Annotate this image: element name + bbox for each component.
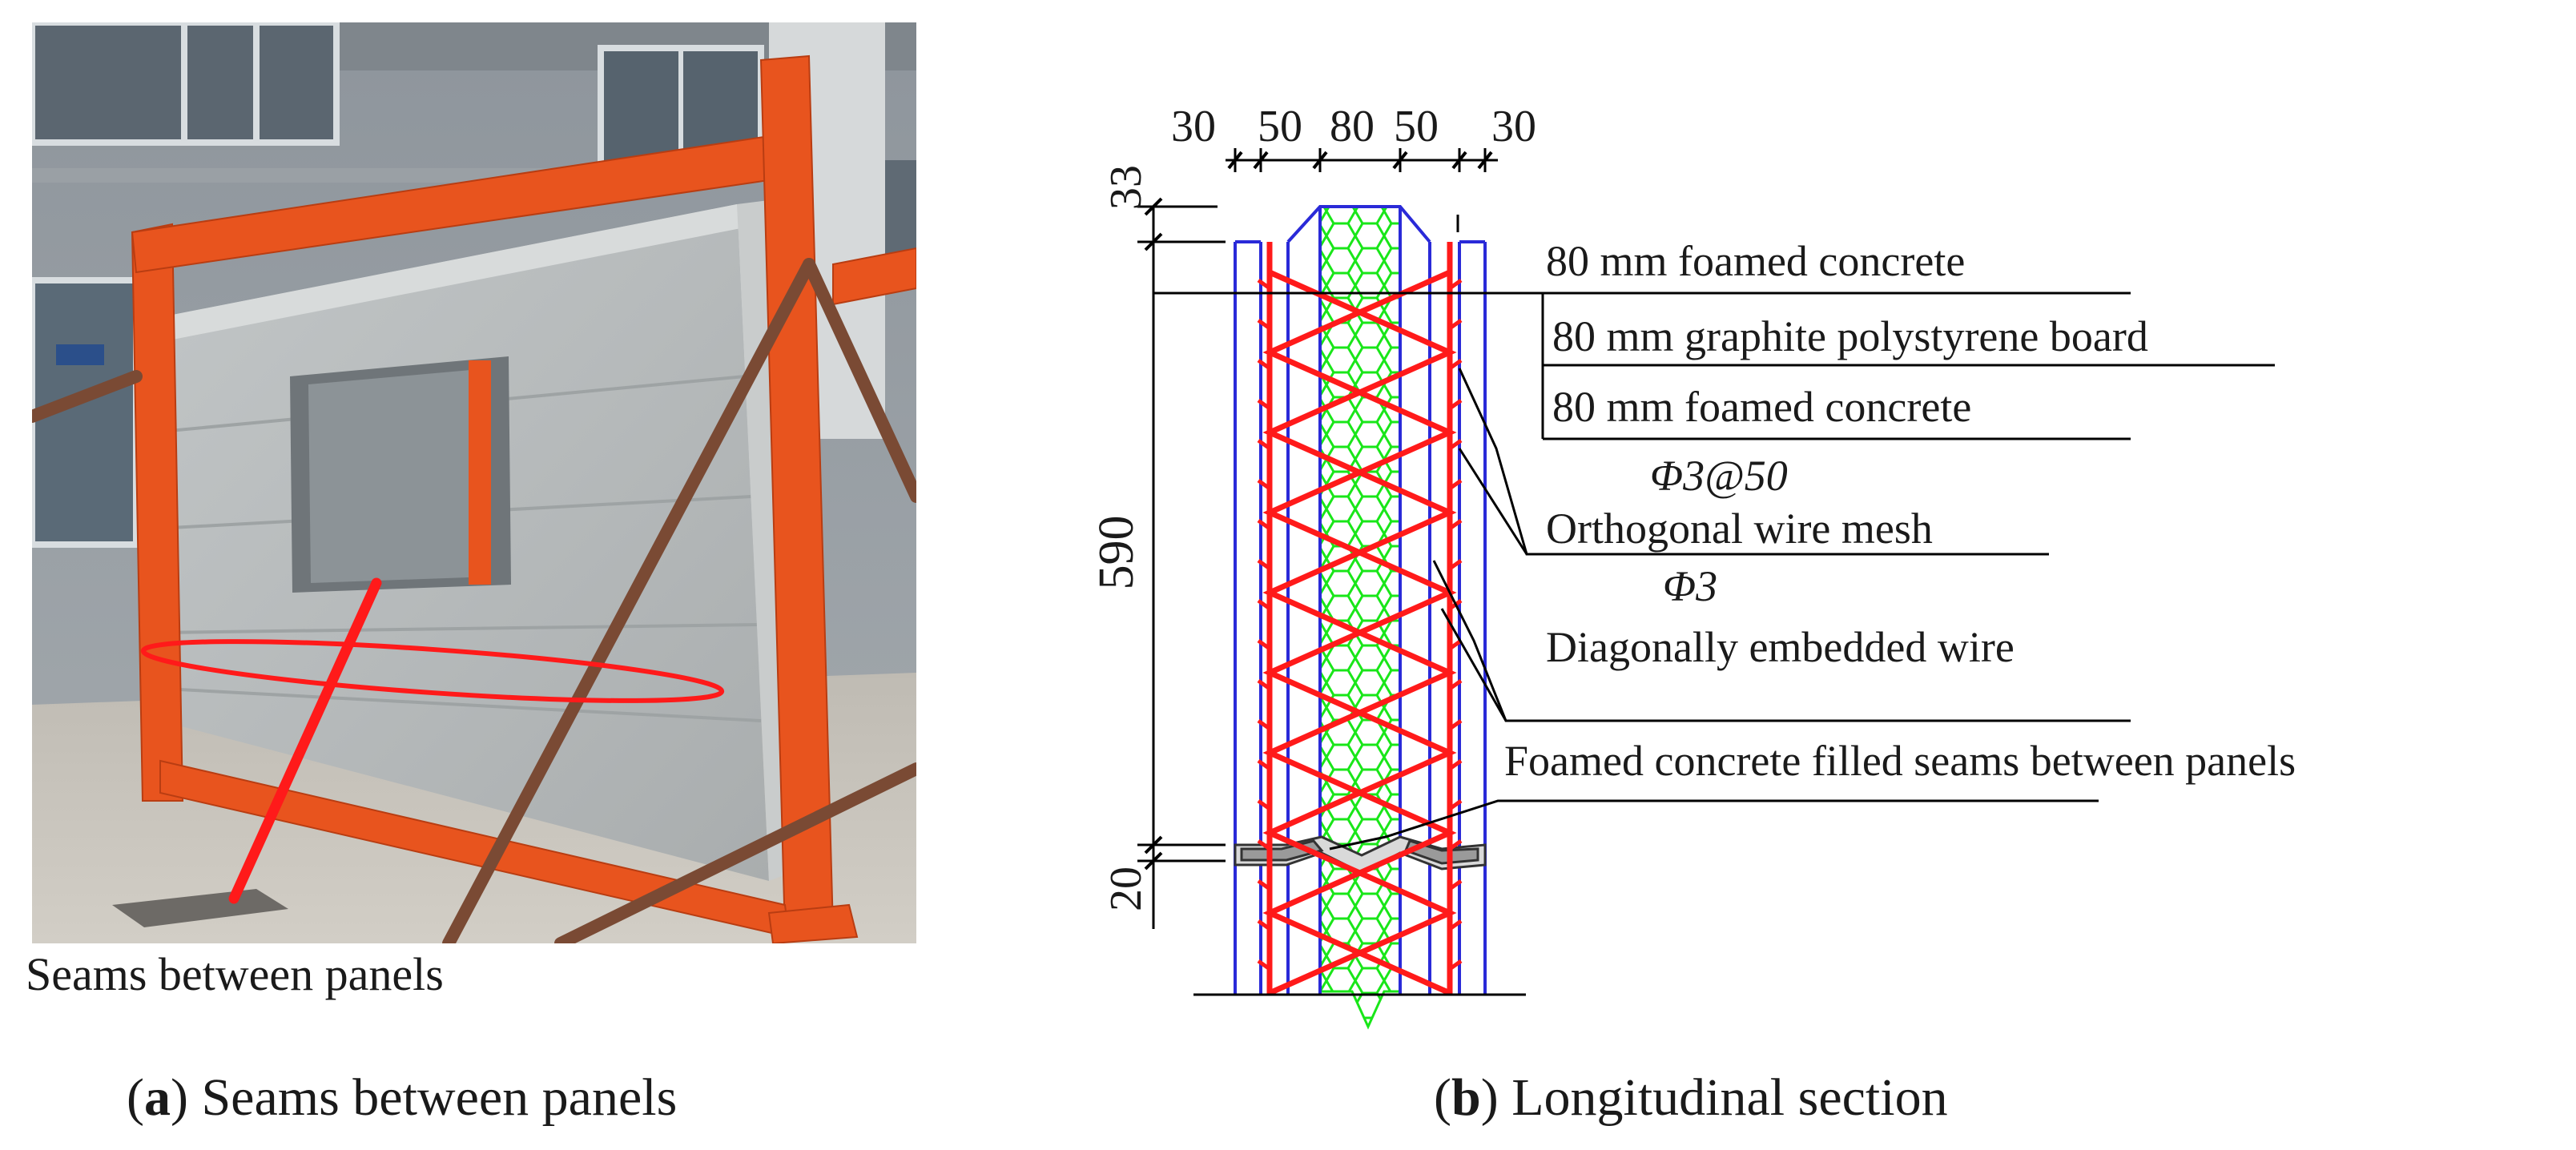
label-wire: Diagonally embedded wire [1546, 623, 2015, 671]
seam-marker-line [228, 577, 382, 904]
rebar-tick [1257, 718, 1271, 731]
diagonal-braces [32, 258, 916, 943]
dim-top-5: 30 [1491, 102, 1536, 151]
label-mesh-spec: Φ3@50 [1650, 452, 1788, 500]
rebar-tick [1257, 398, 1271, 411]
rebar-tick [1257, 959, 1271, 971]
rebar-tick [1448, 798, 1463, 811]
rebar-tick [1257, 638, 1271, 651]
dimension-ticks [1144, 151, 1493, 871]
rebar-tick [1448, 959, 1463, 971]
caption-a-text: Seams between panels [188, 1068, 677, 1127]
label-layer-1: 80 mm foamed concrete [1546, 237, 1965, 285]
caption-b-letter: b [1451, 1068, 1481, 1127]
caption-a-letter: a [144, 1068, 171, 1127]
dim-left-bottom: 20 [1101, 867, 1151, 911]
building-windows [32, 22, 916, 548]
rebar-tick [1448, 558, 1463, 571]
rebar-tick [1257, 838, 1271, 851]
rebar-tick [1448, 678, 1463, 691]
rebar-tick [1448, 438, 1463, 451]
dim-height: 590 [1089, 516, 1144, 590]
rebar-tick [1448, 638, 1463, 651]
section-labels: 80 mm foamed concrete 80 mm graphite pol… [1504, 237, 2296, 785]
rebar-tick [1448, 398, 1463, 411]
rebar-tick [1448, 879, 1463, 891]
caption-b-text: Longitudinal section [1499, 1068, 1948, 1127]
dim-left-top: 33 [1101, 165, 1151, 210]
dim-top-3: 80 [1330, 102, 1375, 151]
rebar-tick [1448, 718, 1463, 731]
longitudinal-section-drawing: 30 50 80 50 30 33 590 20 80 mm foamed co… [1089, 102, 2296, 1030]
caption-a: (a) Seams between panels [127, 1068, 677, 1127]
rebar-tick [1257, 598, 1271, 611]
rebar-tick [1257, 919, 1271, 931]
rebar-tick [1448, 758, 1463, 771]
dim-top-1: 30 [1171, 102, 1216, 151]
rebar-tick [1257, 798, 1271, 811]
rebar-tick [1257, 438, 1271, 451]
rebar-tick [1448, 838, 1463, 851]
rebar-tick [1448, 318, 1463, 331]
rebar-tick [1257, 318, 1271, 331]
rebar-tick [1257, 518, 1271, 531]
rebar-tick [1257, 478, 1271, 491]
dim-top-2: 50 [1258, 102, 1302, 151]
rebar-tick [1257, 758, 1271, 771]
rebar-tick [1257, 558, 1271, 571]
label-seam: Foamed concrete filled seams between pan… [1504, 737, 2296, 785]
rebar-tick [1448, 358, 1463, 371]
rebar-tick [1257, 358, 1271, 371]
rebar-tick [1448, 518, 1463, 531]
rebar-tick [1257, 879, 1271, 891]
label-wire-spec: Φ3 [1663, 562, 1717, 610]
layer-outlines [1234, 205, 1487, 995]
photo-seams-between-panels [32, 22, 916, 943]
seam-highlight-ellipse [140, 639, 725, 703]
photo-caption: Seams between panels [26, 948, 444, 1000]
label-layer-2: 80 mm graphite polystyrene board [1552, 312, 2148, 360]
leader-lines [1153, 215, 2275, 850]
label-layer-3: 80 mm foamed concrete [1552, 383, 1971, 431]
rebar-tick [1448, 278, 1463, 291]
rebar-tick [1257, 278, 1271, 291]
dim-top-4: 50 [1394, 102, 1439, 151]
rebar-tick [1448, 478, 1463, 491]
dimension-labels: 30 50 80 50 30 33 590 20 [1089, 102, 1536, 911]
label-mesh: Orthogonal wire mesh [1546, 505, 1933, 553]
caption-b: (b) Longitudinal section [1434, 1068, 1948, 1127]
polystyrene-core [1318, 205, 1402, 1030]
rebar-tick [1257, 678, 1271, 691]
rebar-tick [1448, 919, 1463, 931]
